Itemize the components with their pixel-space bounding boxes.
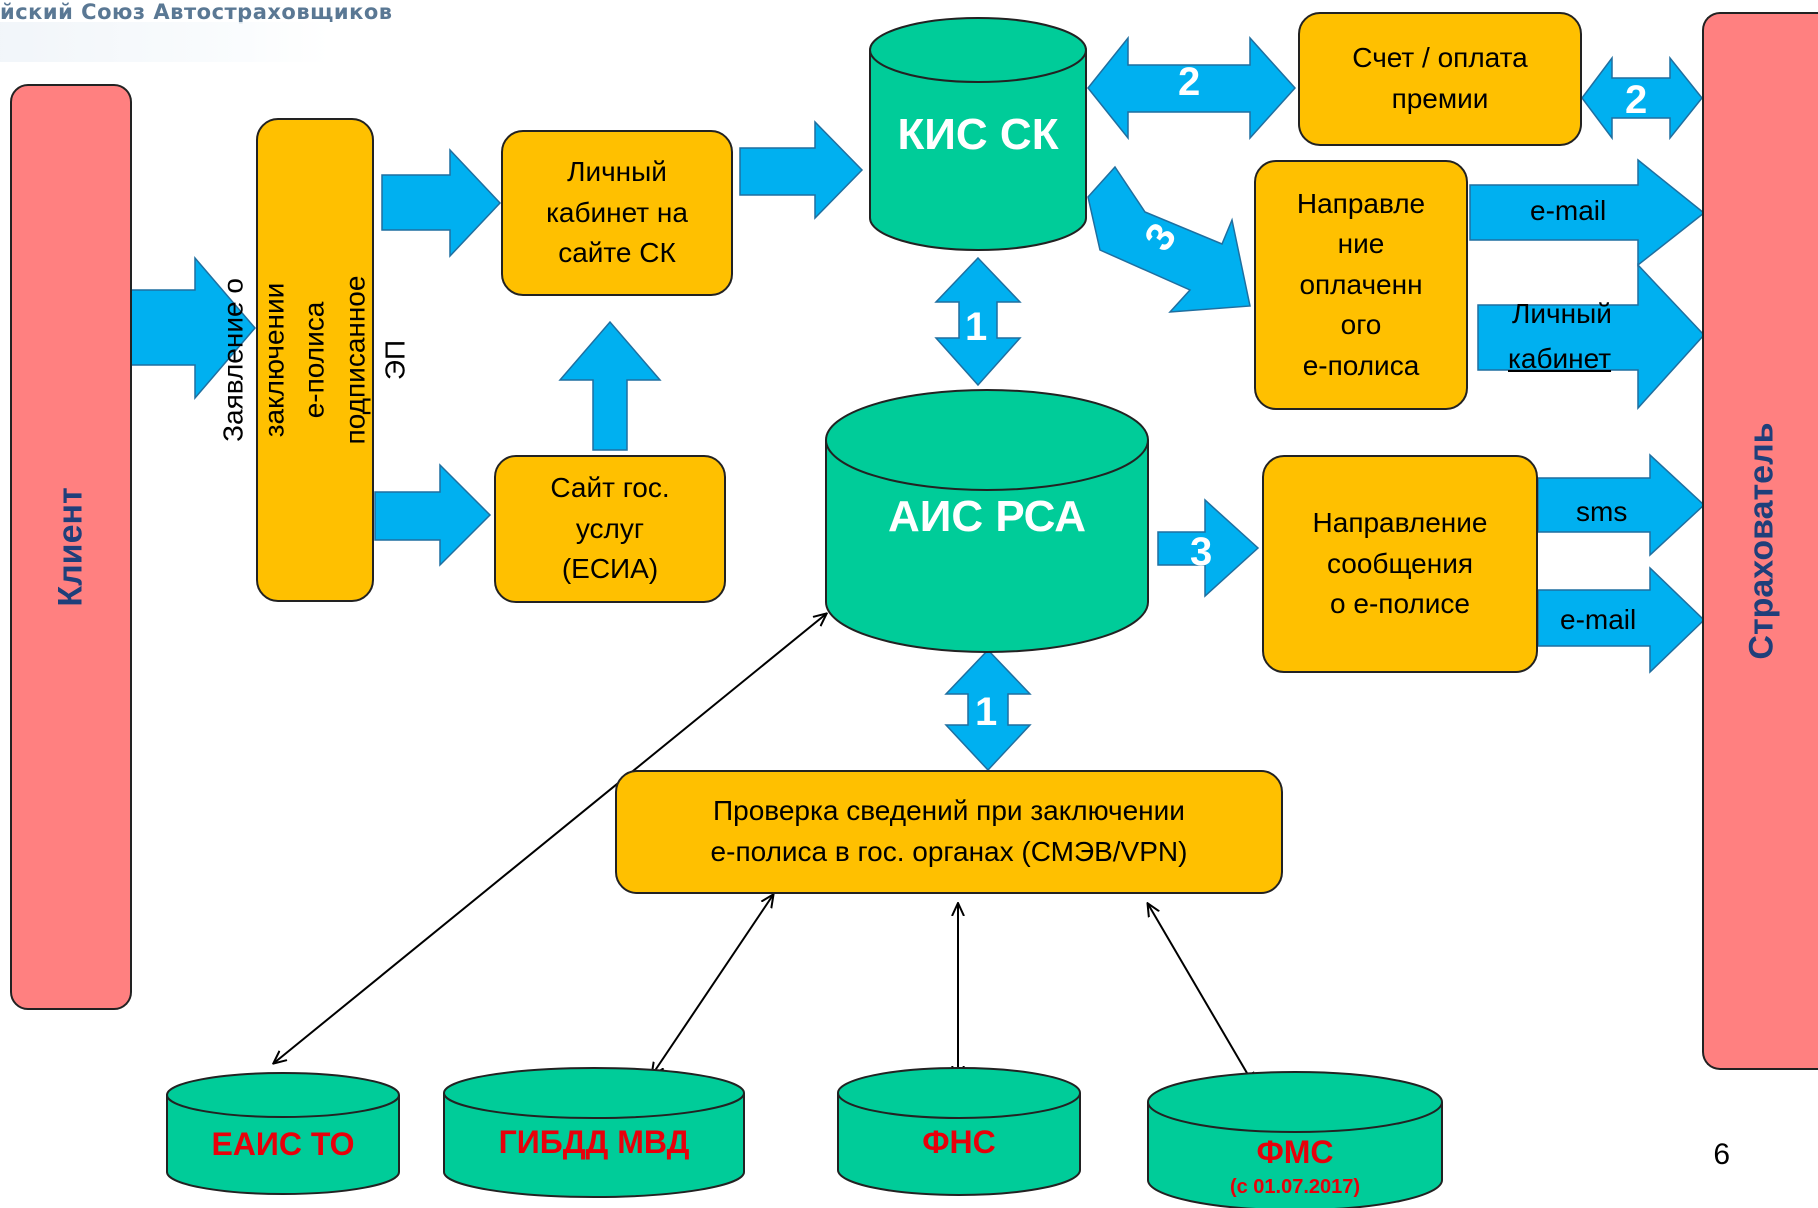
channel-email-bottom: e-mail — [1560, 604, 1637, 635]
sending-message-box: Направление сообщения о е-полисе — [1262, 455, 1538, 673]
arrow-sms — [1537, 453, 1706, 557]
client-label: Клиент — [51, 487, 90, 607]
db-gibdd-label: ГИБДД МВД — [498, 1124, 690, 1160]
channel-cabinet-line1: Личный — [1512, 298, 1612, 329]
arrow-email-bottom — [1537, 566, 1706, 674]
kis-database-cylinder — [869, 17, 1087, 251]
link-ais-eais — [274, 614, 826, 1063]
gosuslugi-box: Сайт гос. услуг (ЕСИА) — [494, 455, 726, 603]
db-fns-label: ФНС — [922, 1124, 996, 1160]
gibdd-database-cylinder — [443, 1067, 745, 1198]
insured-label: Страхователь — [1742, 422, 1781, 660]
arrow-kis-ais — [934, 256, 1022, 387]
arrow-application-to-cabinet — [381, 148, 502, 258]
db-fms-label: ФМС — [1256, 1134, 1334, 1170]
link-verification-gibdd — [652, 895, 773, 1075]
ais-label: АИС РСА — [887, 492, 1087, 541]
fns-database-cylinder — [837, 1067, 1081, 1196]
step-2-invoice-insured: 2 — [1625, 78, 1648, 122]
sending-policy-box: Направле ние оплаченн ого е-полиса — [1254, 160, 1468, 410]
application-text: Заявление о заключении е-полиса подписан… — [217, 275, 411, 445]
link-verification-fms — [1148, 904, 1254, 1085]
fms-database-cylinder — [1147, 1071, 1443, 1208]
db-fms-date: (с 01.07.2017) — [1229, 1176, 1361, 1198]
page-number: 6 — [1713, 1138, 1730, 1171]
arrow-kis-to-sending — [1087, 165, 1251, 313]
step-2-kis-invoice: 2 — [1178, 60, 1201, 104]
arrow-email-top — [1469, 158, 1706, 267]
insured-bar: Страхователь — [1702, 12, 1818, 1070]
arrow-ais-to-message — [1157, 498, 1260, 598]
application-box: Заявление о заключении е-полиса подписан… — [218, 118, 411, 602]
channel-sms: sms — [1576, 496, 1628, 527]
kis-label: КИС СК — [897, 110, 1059, 159]
step-1-kis-ais: 1 — [965, 305, 988, 349]
channel-email-top: e-mail — [1530, 195, 1607, 226]
arrow-gosuslugi-to-cabinet — [558, 320, 662, 451]
db-eais-label: ЕАИС ТО — [211, 1126, 355, 1162]
arrow-kis-invoice — [1087, 35, 1297, 141]
arrow-cabinet-to-kis — [739, 120, 864, 220]
ais-database-cylinder — [825, 389, 1149, 653]
organization-header-text: йский Союз Автостраховщиков — [0, 0, 393, 24]
step-1-ais-verification: 1 — [975, 690, 998, 734]
verification-box: Проверка сведений при заключении е-полис… — [615, 770, 1283, 894]
arrow-client-to-application — [129, 255, 256, 401]
arrow-cabinet-channel — [1477, 263, 1706, 410]
step-3-ais-message: 3 — [1190, 530, 1213, 574]
header-map-background — [0, 22, 330, 62]
client-bar: Клиент — [10, 84, 132, 1010]
channel-cabinet-line2: кабинет — [1508, 343, 1612, 374]
invoice-payment-box: Счет / оплата премии — [1298, 12, 1582, 146]
eais-database-cylinder — [166, 1072, 400, 1195]
personal-cabinet-box: Личный кабинет на сайте СК — [501, 130, 733, 296]
arrow-application-to-gosuslugi — [374, 463, 492, 567]
